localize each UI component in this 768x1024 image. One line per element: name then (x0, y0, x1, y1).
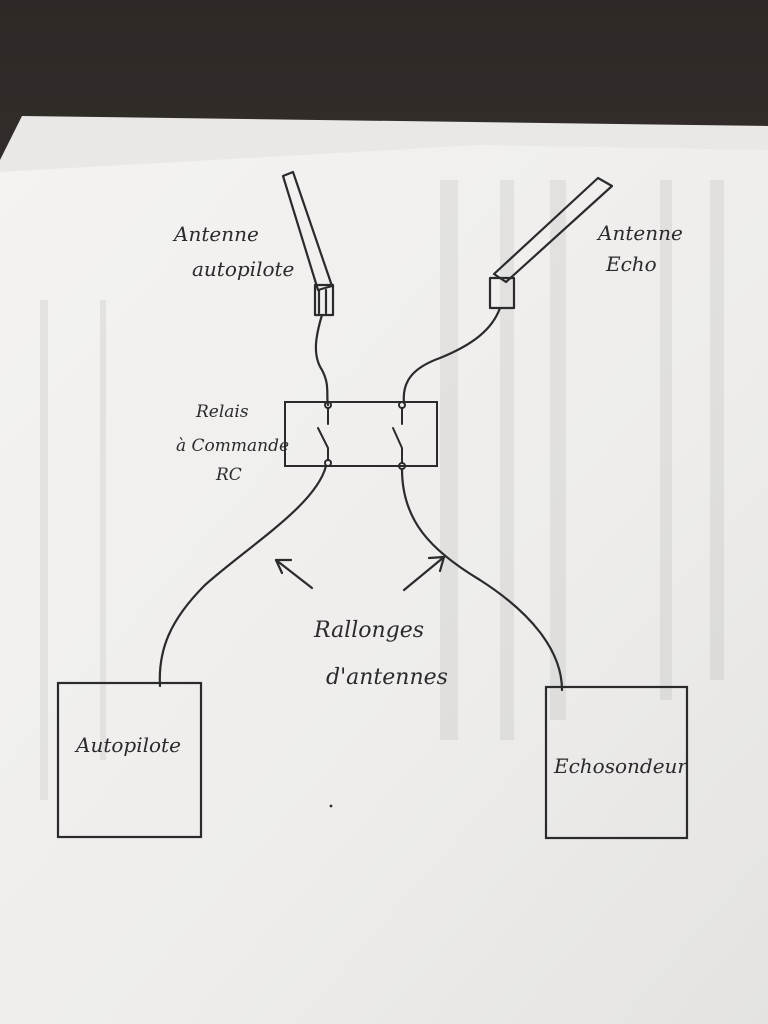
relay-label-1: Relais (195, 402, 249, 422)
relay-label-2: à Commande (176, 436, 289, 456)
extensions-label-2: d'antennes (326, 665, 448, 690)
relay-label-3: RC (215, 465, 242, 485)
front-paper-sheet (0, 145, 768, 1024)
antenna-autopilot-label-2: autopilote (192, 257, 294, 281)
antenna-autopilot-label-1: Antenne (172, 222, 259, 246)
pencil-dot (330, 805, 333, 808)
autopilot-box-label: Autopilote (74, 733, 181, 757)
antenna-echo-label-1: Antenne (596, 221, 683, 245)
echosounder-box-label: Echosondeur (553, 754, 688, 778)
antenna-echo-label-2: Echo (605, 252, 657, 276)
extensions-label-1: Rallonges (313, 618, 424, 643)
